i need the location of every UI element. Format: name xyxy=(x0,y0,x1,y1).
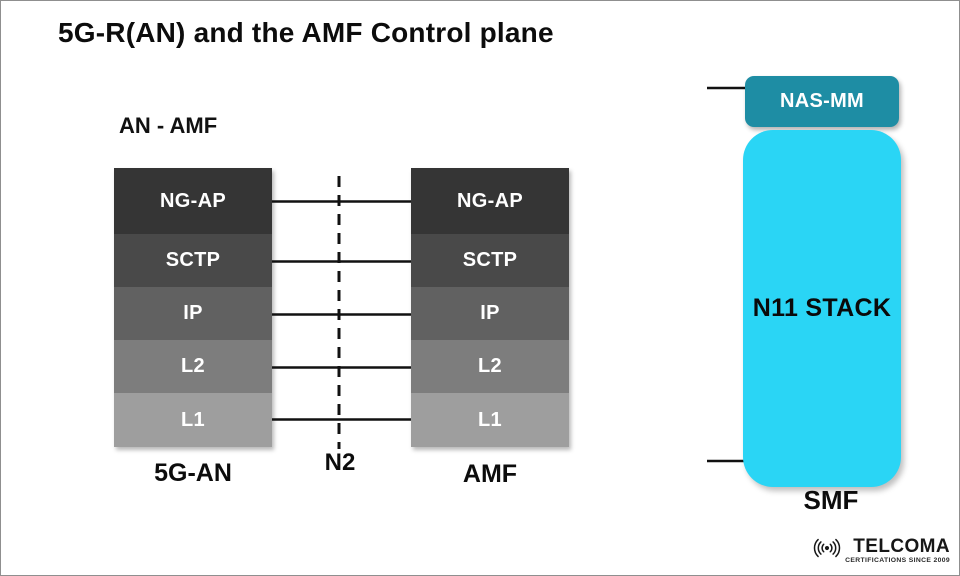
stack-layer-label: IP xyxy=(183,302,203,324)
stack-layer-label: L1 xyxy=(478,408,502,431)
pair-label: AN - AMF xyxy=(119,113,218,138)
logo-text: TELCOMA CERTIFICATIONS SINCE 2009 xyxy=(845,537,950,564)
stack-layer-label: NG-AP xyxy=(457,189,523,212)
stack-layer-l2: L2 xyxy=(114,340,272,393)
stack-layer-ip: IP xyxy=(114,287,272,340)
caption-n2: N2 xyxy=(324,449,356,476)
radio-waves-icon xyxy=(812,533,842,568)
nas-mm-label: NAS-MM xyxy=(779,90,864,112)
n11-stack-label: N11 STACK xyxy=(752,294,892,322)
caption-amf: AMF xyxy=(462,460,518,488)
stack-layer-l1: L1 xyxy=(114,393,272,447)
stack-layer-label: SCTP xyxy=(165,249,221,271)
caption-smf: SMF xyxy=(803,485,859,515)
nas-mm-box: NAS-MM xyxy=(745,76,899,127)
stack-layer-l2: L2 xyxy=(411,340,569,393)
stack-layer-l1: L1 xyxy=(411,393,569,447)
stack-layer-label: L2 xyxy=(181,355,205,377)
logo-tagline: CERTIFICATIONS SINCE 2009 xyxy=(845,557,950,564)
stack-layer-sctp: SCTP xyxy=(114,234,272,287)
page-title: 5G-R(AN) and the AMF Control plane xyxy=(58,17,554,48)
stack-layer-label: L1 xyxy=(181,408,205,431)
stack-layer-label: SCTP xyxy=(462,249,518,271)
telcoma-logo: TELCOMA CERTIFICATIONS SINCE 2009 xyxy=(812,533,950,568)
stack-layer-sctp: SCTP xyxy=(411,234,569,287)
n11-stack-box: N11 STACK xyxy=(743,130,901,487)
stack-layer-ng-ap: NG-AP xyxy=(411,168,569,234)
caption-5g-an: 5G-AN xyxy=(154,459,232,487)
stack-layer-ip: IP xyxy=(411,287,569,340)
logo-brand: TELCOMA xyxy=(853,536,950,557)
stack-layer-label: L2 xyxy=(478,355,502,377)
stack-layer-label: NG-AP xyxy=(160,189,226,212)
stack-layer-ng-ap: NG-AP xyxy=(114,168,272,234)
stack-layer-label: IP xyxy=(480,302,500,324)
